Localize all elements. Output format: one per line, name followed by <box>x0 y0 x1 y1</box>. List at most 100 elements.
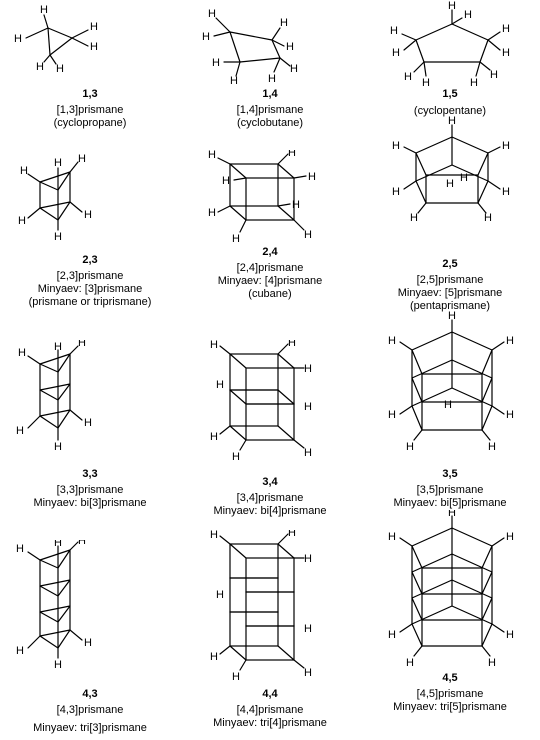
bond-line <box>229 353 279 391</box>
bond-line <box>399 537 413 547</box>
bond-line <box>491 341 505 351</box>
bond-line <box>39 629 71 649</box>
molecule-name: [3,5]prismane <box>416 484 484 496</box>
hydrogen-atom-label: H <box>54 540 62 549</box>
hydrogen-atom-label: H <box>502 186 510 198</box>
molecule-code: 4,3 <box>82 688 98 700</box>
molecule-name: Minyaev: [5]prismane <box>397 287 503 299</box>
hydrogen-atom-label: H <box>54 157 62 169</box>
bond-line <box>401 33 417 41</box>
bond-line <box>277 353 295 369</box>
hydrogen-atom-label: H <box>288 340 296 349</box>
bond-line <box>481 645 491 657</box>
hydrogen-atom-label: H <box>448 0 456 12</box>
bond-line <box>403 39 417 51</box>
bond-line <box>69 345 79 355</box>
molecule-name: (cyclopropane) <box>53 117 127 129</box>
bond-line <box>39 605 71 623</box>
hydrogen-atom-label: H <box>304 623 312 635</box>
bond-line <box>27 551 41 561</box>
hydrogen-atom-label: H <box>292 199 300 211</box>
molecule-name: [4,5]prismane <box>416 688 484 700</box>
molecule-name: Minyaev: [4]prismane <box>217 275 323 287</box>
bond-line <box>43 14 49 29</box>
bond-line <box>229 645 247 661</box>
molecule-name: Minyaev: bi[4]prismane <box>213 505 327 517</box>
bond-line <box>219 345 231 355</box>
bond-line <box>229 425 247 441</box>
bond-line <box>487 180 501 190</box>
hydrogen-atom-label: H <box>210 431 218 443</box>
hydrogen-atom-label: H <box>202 31 210 43</box>
bond-line <box>39 579 71 597</box>
bond-line <box>399 623 413 633</box>
bond-line <box>271 27 281 41</box>
hydrogen-atom-label: H <box>390 25 398 37</box>
hydrogen-atom-label: H <box>56 63 64 75</box>
molecule-code: 1,3 <box>82 88 98 100</box>
bond-line <box>213 31 231 37</box>
bond-line <box>245 367 295 405</box>
bond-line <box>39 383 71 401</box>
hydrogen-atom-label: H <box>304 401 312 413</box>
hydrogen-atom-label: H <box>14 33 22 45</box>
bond-line <box>481 429 491 441</box>
hydrogen-atom-label: H <box>444 399 452 411</box>
bond-line <box>477 202 487 214</box>
hydrogen-atom-label: H <box>18 215 26 227</box>
molecule-code: 1,4 <box>262 88 278 100</box>
hydrogen-atom-label: H <box>304 363 312 375</box>
hydrogen-atom-label: H <box>410 212 418 224</box>
hydrogen-atom-label: H <box>470 77 478 89</box>
hydrogen-atom-label: H <box>446 178 454 190</box>
hydrogen-atom-label: H <box>210 651 218 663</box>
bond-line <box>415 23 489 63</box>
bond-line <box>415 136 489 176</box>
bond-line <box>229 163 247 179</box>
molecule-name: [2,5]prismane <box>416 274 484 286</box>
hydrogen-atom-label: H <box>304 447 312 459</box>
hydrogen-atom-label: H <box>502 140 510 152</box>
hydrogen-atom-label: H <box>304 553 312 565</box>
molecule-name: Minyaev: bi[3]prismane <box>33 497 147 509</box>
cyclobutane-structure: HH HH HH HH <box>202 8 298 87</box>
hydrogen-atom-label: H <box>232 671 240 683</box>
molecule-code: 3,4 <box>262 476 278 488</box>
molecule-name: [3,3]prismane <box>56 484 124 496</box>
hydrogen-atom-label: H <box>488 657 496 669</box>
molecule-name: [4,4]prismane <box>236 704 304 716</box>
bond-line <box>43 54 51 63</box>
bond-line <box>487 146 501 154</box>
bond-line <box>277 425 295 441</box>
molecule-name: Minyaev: tri[4]prismane <box>213 717 327 729</box>
hydrogen-atom-label: H <box>16 543 24 555</box>
hydrogen-atom-label: H <box>84 209 92 221</box>
tri-3-prismane-structure: HHH HHH <box>16 540 92 670</box>
molecule-name: [1,3]prismane <box>56 104 124 116</box>
hydrogen-atom-label: H <box>448 310 456 322</box>
bond-line <box>239 659 247 671</box>
bond-line <box>415 164 489 204</box>
bond-line <box>417 202 427 214</box>
molecule-name: Minyaev: tri[3]prismane <box>33 722 147 734</box>
hydrogen-atom-label: H <box>78 153 86 165</box>
bond-line <box>27 355 41 365</box>
bond-line <box>475 61 481 77</box>
bond-line <box>217 205 231 213</box>
bond-line <box>39 201 71 221</box>
molecule-name: (pentaprismane) <box>409 300 491 312</box>
molecule-name: Minyaev: [3]prismane <box>37 283 143 295</box>
hydrogen-atom-label: H <box>388 629 396 641</box>
hydrogen-atom-label: H <box>502 23 510 35</box>
bond-line <box>293 659 305 669</box>
bond-line <box>245 591 295 627</box>
hydrogen-atom-label: H <box>84 417 92 429</box>
